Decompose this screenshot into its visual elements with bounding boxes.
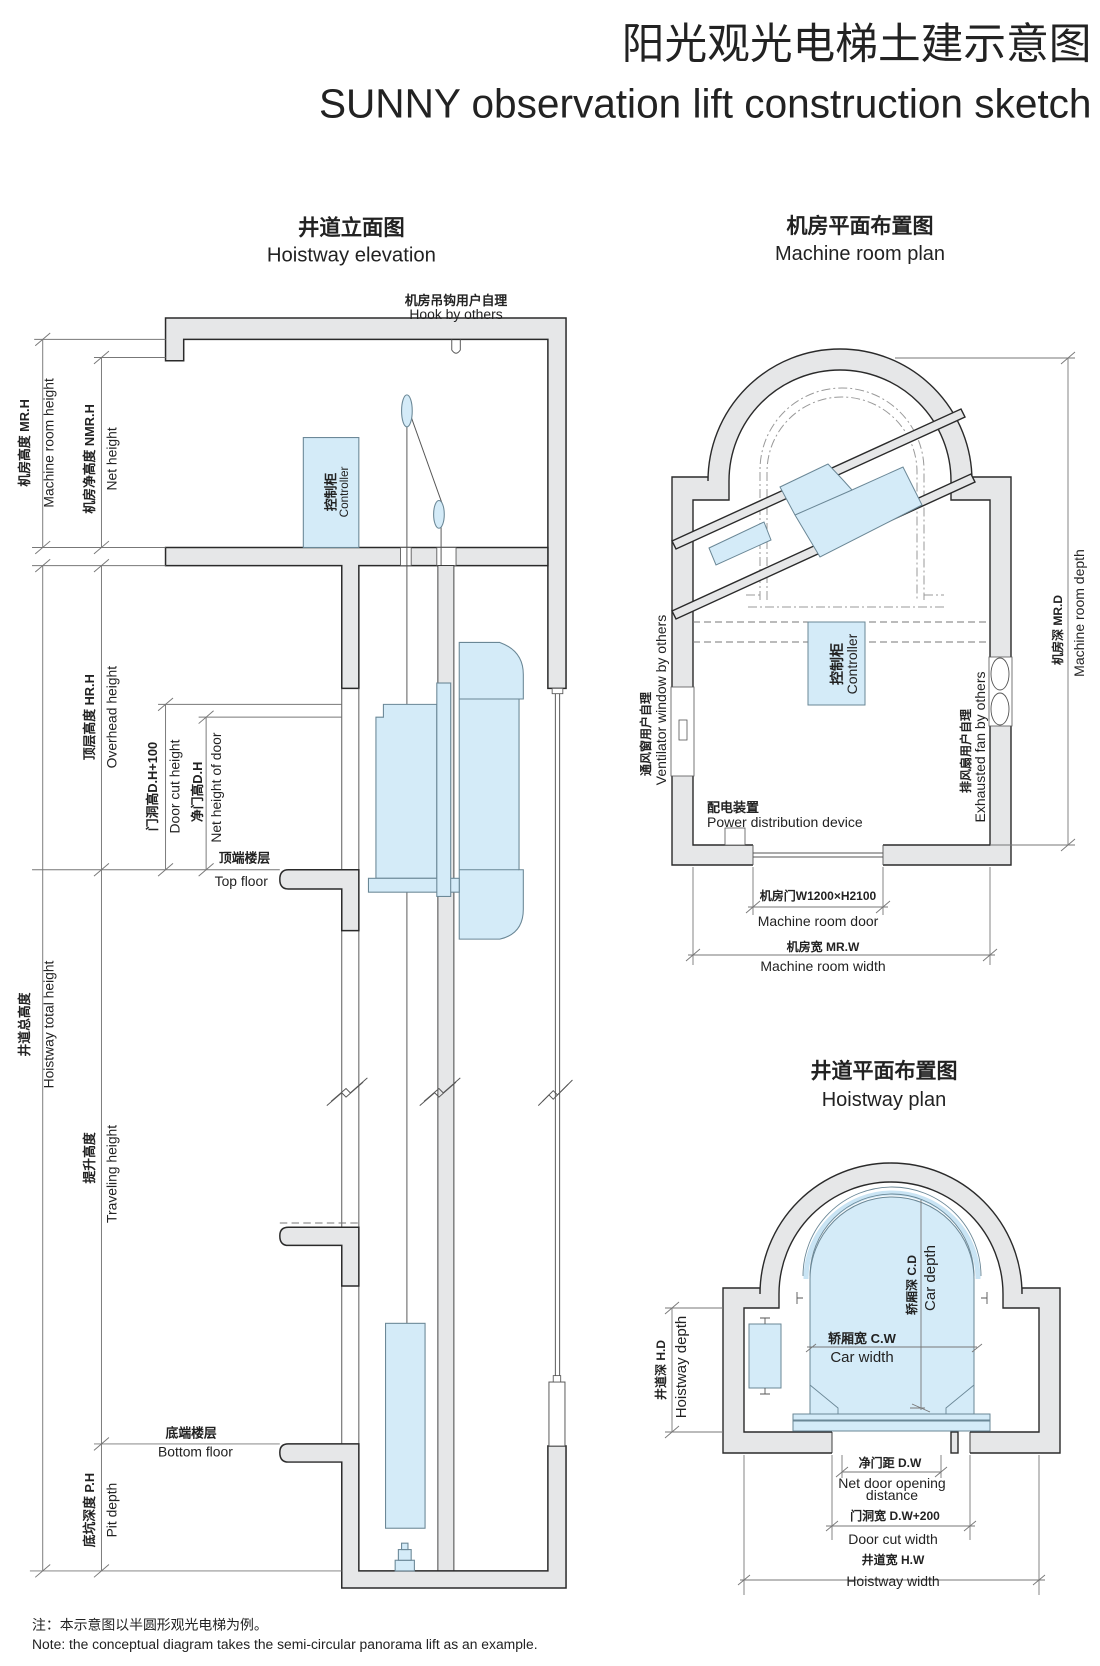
- car-width-label-cn: 轿厢宽 C.W: [828, 1331, 897, 1346]
- machine-base: [708, 521, 772, 566]
- car-body: [375, 703, 438, 879]
- car-sill: [792, 1413, 991, 1421]
- mrw-label-cn: 机房宽 MR.W: [787, 939, 860, 954]
- elevation-dimensions: [29, 332, 342, 1578]
- total-height-label-cn: 井道总高度: [17, 992, 32, 1056]
- car-plan: [809, 1196, 975, 1416]
- machine-room-top-wall: [164, 317, 567, 690]
- deflector-sheave: [433, 499, 445, 529]
- main-title-cn: 阳光观光电梯土建示意图: [622, 21, 1092, 69]
- top-floor-landing: [279, 869, 360, 932]
- nmrh-label-en: Net height: [103, 427, 119, 490]
- nmrh-label-cn: 机房净高度 NMR.H: [82, 404, 97, 513]
- controller-cabinet: [302, 437, 360, 549]
- mrh-label-cn: 机房高度 MR.H: [17, 399, 32, 486]
- hook-label-en: Hook by others: [409, 306, 502, 322]
- exhaust-fan-icon: [990, 657, 1010, 726]
- power-label-en: Power distribution device: [707, 814, 863, 830]
- net-door-label-cn: 净门高D.H: [190, 762, 205, 822]
- mrh-label-en: Machine room height: [40, 378, 56, 508]
- power-distribution-box: [724, 827, 746, 846]
- machine-room-title-en: Machine room plan: [775, 243, 945, 265]
- elevation-title-en: Hoistway elevation: [267, 244, 436, 266]
- mrd-label-cn: 机房深 MR.D: [1050, 595, 1065, 665]
- car-width-label-en: Car width: [830, 1349, 893, 1366]
- pit-buffer: [394, 1559, 415, 1572]
- elevation-title-cn: 井道立面图: [298, 215, 405, 240]
- net-door-label-en: Net height of door: [208, 732, 224, 843]
- net-door-label-cn: 净门距 D.W: [859, 1455, 922, 1470]
- door-label-en: Machine room door: [758, 913, 879, 929]
- main-title-en: SUNNY observation lift construction sket…: [319, 80, 1092, 126]
- note-en: Note: the conceptual diagram takes the s…: [32, 1636, 538, 1652]
- travel-height-label-cn: 提升高度: [82, 1132, 97, 1183]
- rope-tension-device: [548, 1381, 566, 1447]
- hoistway-plan-dimensions: [664, 1301, 1046, 1595]
- machine-room-plan: 机房平面布置图 Machine room plan 控制柜 Controller…: [638, 214, 1087, 974]
- door-label-cn: 机房门W1200×H2100: [760, 888, 877, 903]
- hoistway-plan: 井道平面布置图 Hoistway plan 轿厢深 C.D Car depth …: [653, 1059, 1061, 1595]
- hoistway-plan-title-en: Hoistway plan: [822, 1089, 947, 1111]
- hoistway-width-label-en: Hoistway width: [846, 1573, 939, 1589]
- top-floor-label-en: Top floor: [215, 873, 269, 889]
- hoistway-depth-label-cn: 井道深 H.D: [653, 1340, 668, 1400]
- machine-room-dimensions: [685, 351, 1076, 965]
- door-cut-width-label-en: Door cut width: [848, 1531, 937, 1547]
- top-floor-label-cn: 顶端楼层: [219, 850, 270, 865]
- bottom-floor-pit: [279, 1443, 567, 1589]
- vent-label-en: Ventilator window by others: [653, 615, 669, 785]
- bottom-floor-label-en: Bottom floor: [158, 1444, 233, 1460]
- counterweight-plan: [748, 1323, 782, 1389]
- controller-label-cn: 控制柜: [323, 473, 338, 512]
- hook-label-cn: 机房吊钩用户自理: [405, 293, 508, 308]
- power-label-cn: 配电装置: [707, 800, 759, 815]
- car-depth-label-cn: 轿厢深 C.D: [904, 1255, 919, 1315]
- landing-sill: [792, 1420, 991, 1432]
- door-cut-label-cn: 门洞高D.H+100: [145, 742, 160, 831]
- mrw-label-en: Machine room width: [760, 958, 885, 974]
- net-door-label-en-2: distance: [866, 1487, 918, 1503]
- car-door-post: [436, 682, 452, 897]
- controller-cabinet: [807, 621, 866, 706]
- car-glass-front: [458, 641, 524, 940]
- hrh-label-en: Overhead height: [103, 666, 119, 769]
- hoistway-depth-label-en: Hoistway depth: [673, 1316, 690, 1419]
- machine-room-title-cn: 机房平面布置图: [787, 214, 934, 238]
- controller-label-cn: 控制柜: [829, 643, 845, 685]
- hrh-label-cn: 顶层高度 HR.H: [82, 674, 97, 760]
- fan-label-cn: 排风扇用户自理: [958, 709, 973, 793]
- hoistway-width-label-cn: 井道宽 H.W: [862, 1552, 925, 1567]
- net-door-label-en-1: Net door opening: [838, 1475, 945, 1491]
- note-cn: 注：本示意图以半圆形观光电梯为例。: [32, 1617, 268, 1633]
- traction-sheave: [401, 394, 413, 428]
- door-cut-width-label-cn: 门洞宽 D.W+200: [850, 1508, 940, 1523]
- pit-depth-label-en: Pit depth: [103, 1483, 119, 1538]
- middle-floor-landing: [279, 1226, 360, 1287]
- hook-icon: [451, 339, 461, 354]
- pit-depth-label-cn: 底坑深度 P.H: [82, 1473, 97, 1547]
- hoistway-elevation: 控制柜 Controller: [17, 293, 573, 1589]
- bottom-floor-label-cn: 底端楼层: [166, 1426, 217, 1441]
- controller-label-en: Controller: [844, 633, 860, 694]
- fan-label-en: Exhausted fan by others: [972, 672, 988, 823]
- car-depth-label-en: Car depth: [922, 1245, 939, 1311]
- travel-height-label-en: Traveling height: [103, 1125, 119, 1223]
- traction-machine: [779, 463, 923, 558]
- break-marks: [326, 1077, 573, 1106]
- controller-label-en: Controller: [338, 466, 351, 517]
- door-cut-label-en: Door cut height: [166, 739, 182, 833]
- mrd-label-en: Machine room depth: [1071, 549, 1087, 677]
- counterweight: [385, 1322, 426, 1529]
- total-height-label-en: Hoistway total height: [40, 960, 56, 1088]
- vent-label-cn: 通风窗用户自理: [638, 692, 653, 776]
- hoistway-plan-title-cn: 井道平面布置图: [811, 1059, 958, 1083]
